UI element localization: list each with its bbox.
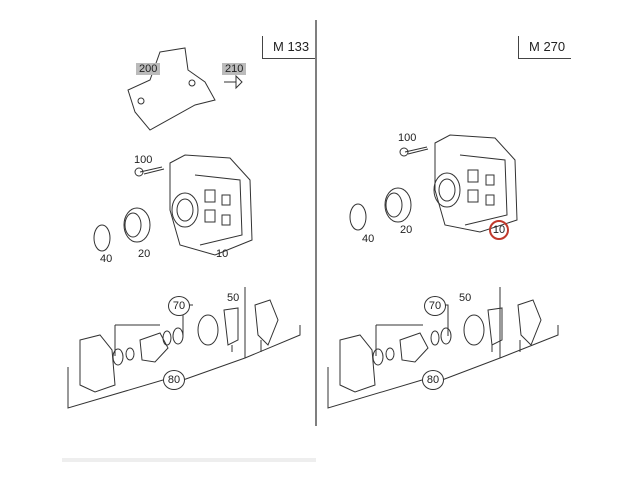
callout-alternator-right-highlighted[interactable]: 10 <box>489 220 509 240</box>
callout-bolt[interactable]: 100 <box>134 154 153 166</box>
engine-label-m133: M 133 <box>262 36 316 59</box>
seal-ring-part <box>93 224 111 252</box>
callout-seal-ring-right[interactable]: 40 <box>362 233 375 245</box>
callout-bolt-right[interactable]: 100 <box>398 132 417 144</box>
callout-screws-right[interactable]: 80 <box>422 370 444 390</box>
callout-regulator[interactable]: 50 <box>227 292 240 304</box>
bracket-part <box>127 47 216 131</box>
exploded-view-right <box>327 287 559 409</box>
callout-bracket[interactable]: 200 <box>136 63 161 75</box>
exploded-view-left <box>67 287 301 409</box>
bolt-part <box>139 166 165 175</box>
alternator-part-right <box>433 134 518 233</box>
callout-regulator-right[interactable]: 50 <box>459 292 472 304</box>
callout-seal-ring[interactable]: 40 <box>100 253 113 265</box>
bolt-part-right <box>404 146 429 155</box>
callout-pulley[interactable]: 20 <box>138 248 151 260</box>
pulley-part <box>123 207 151 243</box>
seal-ring-part-right <box>349 203 367 231</box>
bracket-bolt-part <box>224 74 243 90</box>
engine-label-m270: M 270 <box>518 36 572 59</box>
callout-bearing-right[interactable]: 70 <box>424 296 446 316</box>
alternator-part <box>169 154 253 256</box>
callout-bearing[interactable]: 70 <box>168 296 190 316</box>
callout-screws[interactable]: 80 <box>163 370 185 390</box>
pulley-part-right <box>384 187 412 223</box>
callout-alternator[interactable]: 10 <box>216 248 229 260</box>
callout-pulley-right[interactable]: 20 <box>400 224 413 236</box>
callout-bracket-bolt[interactable]: 210 <box>222 63 247 75</box>
